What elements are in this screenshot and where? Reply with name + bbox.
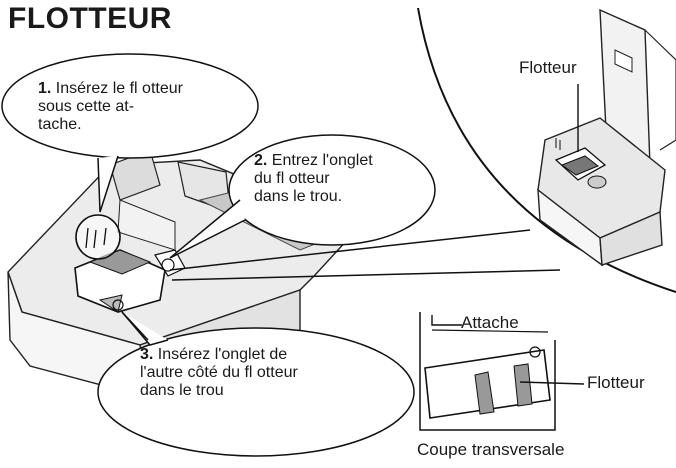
callout-2: 2. Entrez l'onglet du fl otteur dans le … (254, 152, 454, 206)
callout-1-number: 1. (38, 80, 51, 97)
callout-3: 3. Insérez l'onglet de l'autre côté du f… (140, 346, 390, 400)
callout-2-number: 2. (254, 152, 267, 169)
label-flotteur-section: Flotteur (587, 373, 645, 393)
callout-3-number: 3. (140, 346, 153, 363)
page-title: FLOTTEUR (8, 2, 172, 36)
label-attache: Attache (461, 313, 519, 333)
callout-2-text: Entrez l'onglet du fl otteur dans le tro… (254, 152, 373, 205)
label-flotteur-top: Flotteur (519, 58, 577, 78)
callout-1: 1. Insérez le fl otteur sous cette at- t… (38, 80, 268, 134)
attachment-highlight (76, 215, 120, 259)
callout-1-text: Insérez le fl otteur sous cette at- tach… (38, 80, 183, 133)
water-tray-inset (538, 10, 676, 265)
label-coupe-transversale: Coupe transversale (417, 440, 564, 460)
callout-3-text: Insérez l'onglet de l'autre côté du fl o… (140, 346, 298, 399)
